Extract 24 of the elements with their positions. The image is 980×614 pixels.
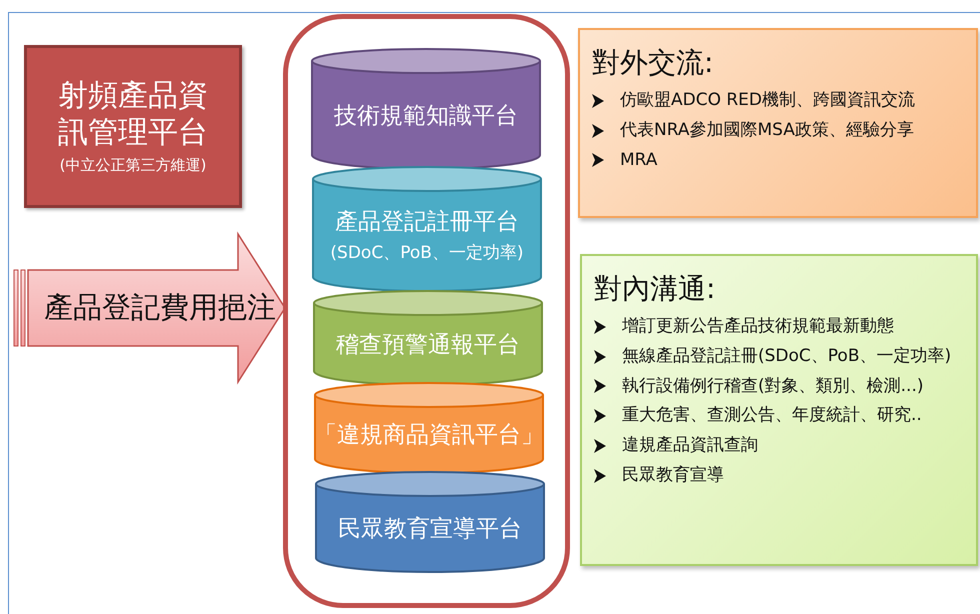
cylinder-sublabel: (SDoC、PoB、一定功率) (330, 242, 524, 264)
bullet-item: 執行設備例行稽查(對象、類別、檢測...) (622, 374, 924, 398)
bullet-item: 仿歐盟ADCO RED機制、跨國資訊交流 (620, 89, 916, 112)
cylinder-label: 民眾教育宣導平台 (338, 514, 522, 544)
cylinder-label: 稽查預警通報平台 (336, 330, 520, 360)
bullet-item: MRA (620, 148, 658, 172)
text-panel (580, 254, 978, 566)
bullet-item: 重大危害、查測公告、年度統計、研究.. (622, 404, 922, 428)
box-subtitle: (中立公正第三方維運) (60, 156, 206, 175)
rounded-frame (283, 14, 570, 608)
title-box (24, 45, 242, 208)
panel-heading: 對內溝通: (594, 271, 716, 307)
cylinder-label: 「違規商品資訊平台」 (314, 420, 544, 450)
bullet-item: 民眾教育宣導 (622, 464, 724, 487)
box-title: 射頻產品資訊管理平台 (57, 78, 209, 152)
cylinder-label: 技術規範知識平台 (334, 102, 518, 130)
bullet-item: 代表NRA參加國際MSA政策、經驗分享 (620, 118, 914, 142)
bullet-item: 違規產品資訊查詢 (622, 434, 758, 457)
cylinder-label: 產品登記註冊平台 (335, 208, 519, 237)
text-panel (578, 28, 978, 218)
arrow-label: 產品登記費用挹注 (44, 289, 276, 326)
panel-heading: 對外交流: (592, 45, 714, 81)
bullet-item: 增訂更新公告產品技術規範最新動態 (622, 315, 894, 338)
bullet-item: 無線產品登記註冊(SDoC、PoB、一定功率) (622, 344, 952, 368)
